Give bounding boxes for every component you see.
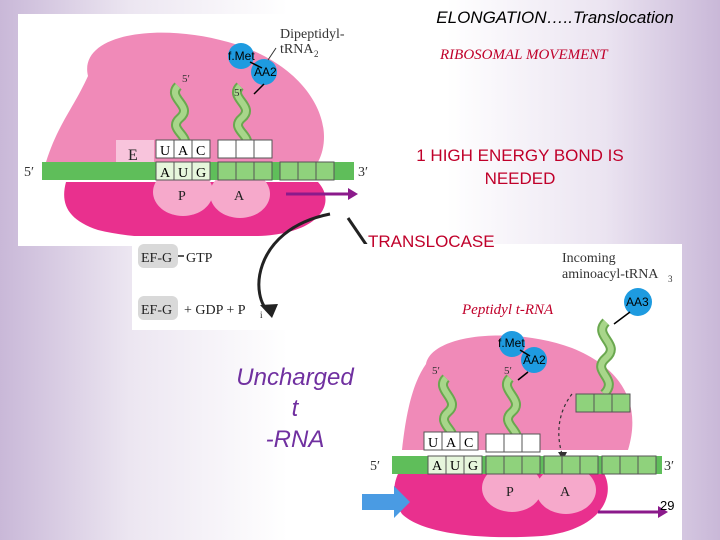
anticodon-u: U [160, 144, 170, 159]
site-a-label: A [234, 189, 245, 204]
anticodon-boxes-2: U A C [423, 431, 541, 453]
fmet-label-2: f.Met [498, 336, 525, 350]
mrna-3-label-2: 3′ [664, 459, 674, 474]
bottom-ribosome-diagram: AA3 f.Met AA2 Incoming aminoacyl-tRNA 3 … [362, 244, 682, 540]
incoming-sub: 3 [668, 274, 673, 284]
codon-g: G [196, 166, 206, 181]
ef-g-diagram: EF-G GTP EF-G + GDP + P i [132, 236, 376, 330]
gtp-label: GTP [186, 251, 213, 266]
aa2-circle-2 [521, 347, 547, 373]
large-subunit-2 [402, 335, 633, 450]
incoming-line2: aminoacyl-tRNA [562, 267, 659, 282]
uncharged-trna-label: Uncharged t -RNA [230, 362, 360, 455]
trna-p-site [170, 82, 190, 152]
site-p-label-2: P [506, 485, 514, 500]
gdp-label: + GDP + P [184, 303, 246, 318]
peptidyl-trna-label: Peptidyl t-RNA [462, 302, 554, 318]
energy-note: 1 HIGH ENERGY BOND IS NEEDED [380, 144, 660, 190]
codon-u: U [178, 166, 188, 181]
mrna-strand-2: A U G [392, 455, 662, 475]
five-prime-label-b: 5′ [234, 87, 242, 99]
site-e-label: E [128, 147, 138, 164]
slide-number: 29 [660, 498, 675, 513]
top-ribosome-diagram: f.Met AA2 Dipeptidyl- tRNA 2 5′ 5′ U A C… [18, 14, 378, 246]
incoming-line1: Incoming [562, 251, 616, 266]
aa3-label: AA3 [626, 295, 649, 309]
slide-title: ELONGATION…..Translocation [436, 8, 674, 27]
anticodon-c-2: C [464, 436, 473, 451]
ef-g-gdp-box [138, 296, 178, 320]
fmet-circle-2 [499, 331, 525, 357]
trna-label-line2: tRNA [280, 42, 314, 57]
uncharged-line-2: -RNA [265, 426, 325, 453]
blue-movement-arrow-icon [362, 486, 410, 518]
codon-u-2: U [450, 459, 460, 474]
five-prime-label-c: 5′ [432, 365, 440, 377]
p-site-oval-2 [482, 464, 542, 512]
energy-line-1: 1 HIGH ENERGY BOND IS [416, 146, 624, 165]
direction-arrow-icon-2 [658, 506, 668, 518]
anticodon-a-2: A [446, 436, 457, 451]
anticodon-c: C [196, 144, 205, 159]
cycle-arrow-head-icon [260, 304, 278, 318]
ribosomal-movement-label: RIBOSOMAL MOVEMENT [440, 47, 608, 63]
trna-label-line1: Dipeptidyl- [280, 27, 345, 42]
energy-line-2: NEEDED [484, 169, 556, 188]
trna-a-site [232, 82, 252, 152]
mrna-strand: A U G [42, 161, 354, 181]
site-p-label: P [178, 189, 186, 204]
direction-arrow-icon [348, 188, 358, 200]
incoming-trna [575, 318, 631, 413]
anticodon-boxes: U A C [155, 139, 273, 159]
anticodon-a: A [178, 144, 189, 159]
pi-sub: i [260, 310, 263, 320]
aa2-label-2: AA2 [523, 353, 546, 367]
ef-g-label: EF-G [141, 251, 172, 266]
mrna-5-label-2: 5′ [370, 459, 380, 474]
site-a-label-2: A [560, 485, 571, 500]
fmet-circle [228, 43, 254, 69]
aa2-label: AA2 [254, 65, 277, 79]
a-site-oval-2 [536, 466, 596, 514]
ef-g-gtp-box [138, 244, 178, 268]
translocase-label: TRANSLOCASE [368, 232, 495, 251]
fmet-label: f.Met [228, 49, 255, 63]
five-prime-label-a: 5′ [182, 73, 190, 85]
a-site-oval [210, 170, 270, 218]
codon-a-2: A [432, 459, 443, 474]
trna-label-sub: 2 [314, 49, 319, 59]
anticodon-u-2: U [428, 436, 438, 451]
mrna-5-label: 5′ [24, 165, 34, 180]
codon-a: A [160, 166, 171, 181]
ef-g-label-2: EF-G [141, 303, 172, 318]
mrna-3-label: 3′ [358, 165, 368, 180]
aa3-circle [624, 288, 652, 316]
five-prime-label-d: 5′ [504, 365, 512, 377]
codon-g-2: G [468, 459, 478, 474]
uncharged-line-1: Uncharged t [236, 364, 354, 422]
